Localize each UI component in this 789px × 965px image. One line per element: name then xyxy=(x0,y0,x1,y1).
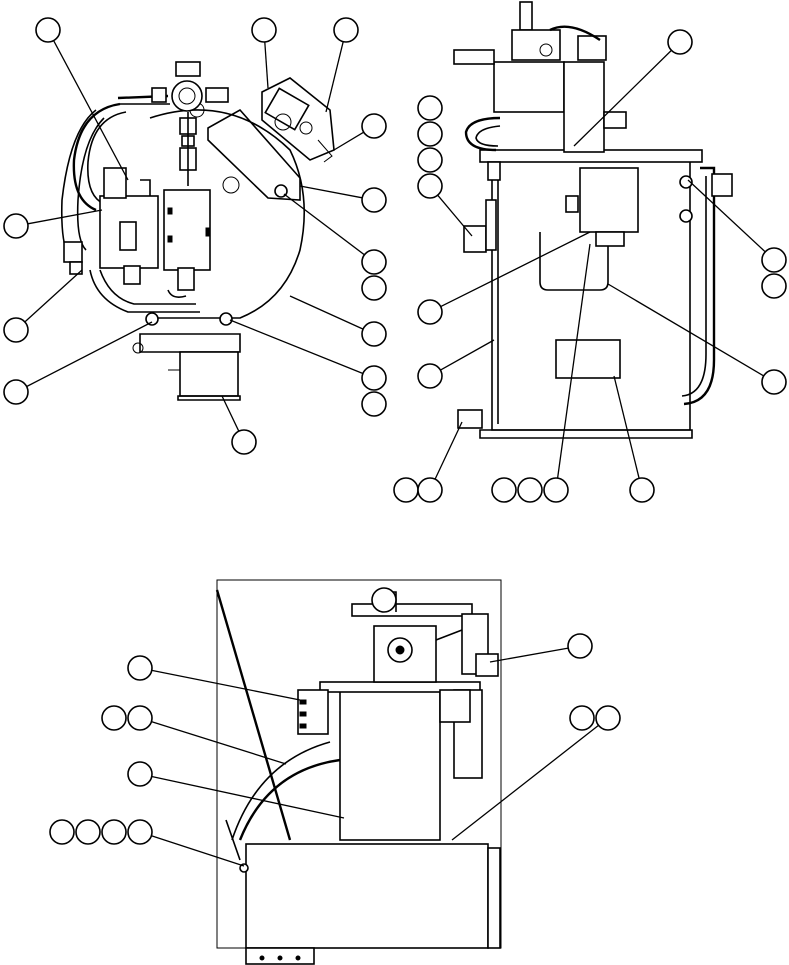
callout-balloon xyxy=(231,429,257,455)
leader-line xyxy=(151,720,287,765)
leader-line xyxy=(283,193,365,256)
callout-balloon xyxy=(393,477,419,503)
leader-line xyxy=(489,647,569,663)
top-view xyxy=(60,61,335,401)
callout-balloon xyxy=(417,95,443,121)
lower-box xyxy=(245,843,489,949)
leader-line xyxy=(221,395,240,432)
callout-balloon xyxy=(417,363,443,389)
callout-balloon xyxy=(3,379,29,405)
callout-balloon xyxy=(333,17,359,43)
callout-balloon xyxy=(417,173,443,199)
callout-balloon xyxy=(75,819,101,845)
callout-balloon xyxy=(417,299,443,325)
bottom-pump-head xyxy=(351,591,499,683)
callout-balloon xyxy=(667,29,693,55)
leader-line xyxy=(151,669,301,701)
leader-line xyxy=(687,179,766,253)
leader-line xyxy=(24,269,83,323)
bottom-view xyxy=(215,579,502,965)
callout-balloon xyxy=(371,587,397,613)
tank-port xyxy=(222,176,240,194)
callout-balloon xyxy=(35,17,61,43)
callout-balloon xyxy=(417,121,443,147)
leader-line xyxy=(573,49,672,147)
callout-balloon xyxy=(491,477,517,503)
callout-balloon xyxy=(543,477,569,503)
callout-balloon xyxy=(127,655,153,681)
reservoir-box xyxy=(339,689,441,841)
leader-line xyxy=(613,375,640,479)
callout-balloon xyxy=(127,761,153,787)
callout-balloon xyxy=(517,477,543,503)
leader-line xyxy=(556,243,591,479)
leader-line xyxy=(437,194,473,237)
leader-line xyxy=(440,339,495,371)
mount-bracket xyxy=(132,312,241,401)
callout-balloon xyxy=(761,273,787,299)
callout-balloon xyxy=(3,317,29,343)
filter-head xyxy=(261,77,335,163)
callout-balloon xyxy=(361,365,387,391)
junction-box xyxy=(539,167,639,291)
callout-balloon xyxy=(567,633,593,659)
callout-balloon xyxy=(127,819,153,845)
leader-line xyxy=(333,131,365,151)
callout-balloon xyxy=(361,249,387,275)
callout-balloon xyxy=(361,187,387,213)
side-view xyxy=(453,1,733,439)
callout-balloon xyxy=(629,477,655,503)
callout-balloon xyxy=(761,247,787,273)
leader-lines xyxy=(24,40,766,867)
callout-balloon xyxy=(361,275,387,301)
leader-line xyxy=(264,41,269,89)
leader-line xyxy=(151,835,245,867)
leader-line xyxy=(325,41,344,113)
callout-balloon xyxy=(251,17,277,43)
leader-line xyxy=(27,209,103,225)
pump-assembly xyxy=(453,1,627,153)
callout-balloon xyxy=(569,705,595,731)
callout-balloon xyxy=(361,113,387,139)
leader-line xyxy=(434,421,463,480)
callout-balloon xyxy=(3,213,29,239)
leader-line xyxy=(229,319,364,375)
tank-outline xyxy=(149,109,306,319)
leader-line xyxy=(151,775,345,819)
callout-balloon xyxy=(595,705,621,731)
callout-balloon xyxy=(101,819,127,845)
callout-balloon xyxy=(417,147,443,173)
valve-block xyxy=(63,167,211,291)
callout-balloon xyxy=(49,819,75,845)
callout-balloon xyxy=(127,705,153,731)
leader-line xyxy=(289,295,364,330)
flange-plate xyxy=(207,108,301,201)
label-plate xyxy=(555,339,621,379)
callout-balloon xyxy=(361,321,387,347)
leader-line xyxy=(440,231,591,308)
callout-balloons xyxy=(3,17,787,845)
leader-line xyxy=(607,283,765,377)
leader-line xyxy=(26,321,153,388)
leader-line xyxy=(451,724,599,841)
callout-balloon xyxy=(101,705,127,731)
callout-balloon xyxy=(417,477,443,503)
callout-balloon xyxy=(761,369,787,395)
leader-line xyxy=(299,185,363,199)
leader-line xyxy=(53,40,129,181)
gauge-fitting xyxy=(171,80,203,112)
callout-balloon xyxy=(361,391,387,417)
